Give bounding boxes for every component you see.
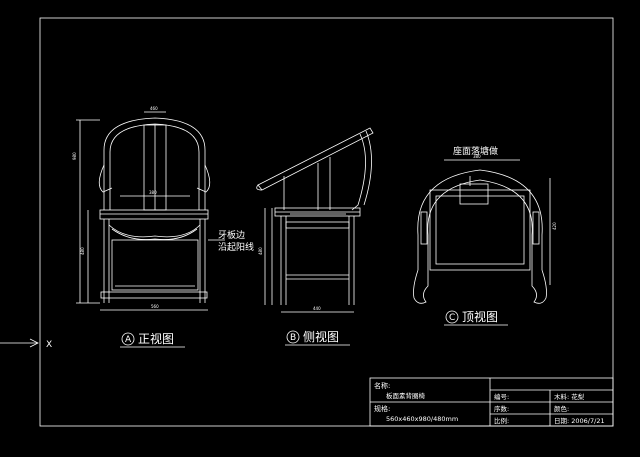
- svg-text:420: 420: [552, 222, 557, 230]
- top-view-callout: 座面落塘做: [453, 145, 498, 157]
- drawing-frame: [39, 17, 614, 427]
- top-view-label: 顶视图: [462, 309, 498, 324]
- top-view-marker: C: [449, 313, 455, 323]
- top-view-marker-circle: [445, 310, 459, 324]
- svg-text:460: 460: [150, 106, 158, 111]
- name-value: 板面素背圈椅: [386, 391, 426, 400]
- front-view-marker: A: [125, 335, 132, 345]
- title-block: [369, 377, 614, 427]
- front-view-drawing: [76, 111, 225, 311]
- ucs-axis-label: X: [46, 340, 52, 350]
- spec-value: 560x460x980/480mm: [386, 415, 458, 423]
- ucs-axis-arrow: [0, 338, 39, 348]
- front-annotation-line1: 牙板边: [218, 229, 245, 241]
- material-label: 木料: 花梨: [554, 392, 585, 401]
- name-label: 名称:: [374, 381, 390, 390]
- top-view-drawing: [413, 159, 551, 304]
- svg-text:980: 980: [72, 152, 77, 160]
- svg-text:480: 480: [80, 247, 85, 255]
- side-view-label: 侧视图: [303, 329, 339, 344]
- side-view-drawing: [256, 127, 374, 313]
- svg-text:480: 480: [258, 247, 263, 255]
- svg-text:560: 560: [151, 304, 159, 309]
- svg-text:380: 380: [149, 190, 157, 195]
- color-label: 颜色:: [554, 404, 569, 413]
- front-view-marker-circle: [121, 332, 135, 346]
- front-annotation-line2: 沿起阳线: [218, 241, 254, 253]
- date-label: 日期: 2006/7/21: [554, 417, 605, 425]
- side-view-marker-circle: [286, 330, 300, 344]
- svg-text:440: 440: [313, 306, 321, 311]
- scale-label: 比例:: [494, 416, 509, 425]
- seq-label: 序数:: [494, 404, 509, 413]
- front-view-label: 正视图: [138, 331, 174, 346]
- number-label: 编号:: [494, 392, 509, 401]
- side-view-marker: B: [290, 333, 296, 343]
- spec-label: 规格:: [374, 404, 390, 413]
- svg-text:380: 380: [473, 154, 481, 159]
